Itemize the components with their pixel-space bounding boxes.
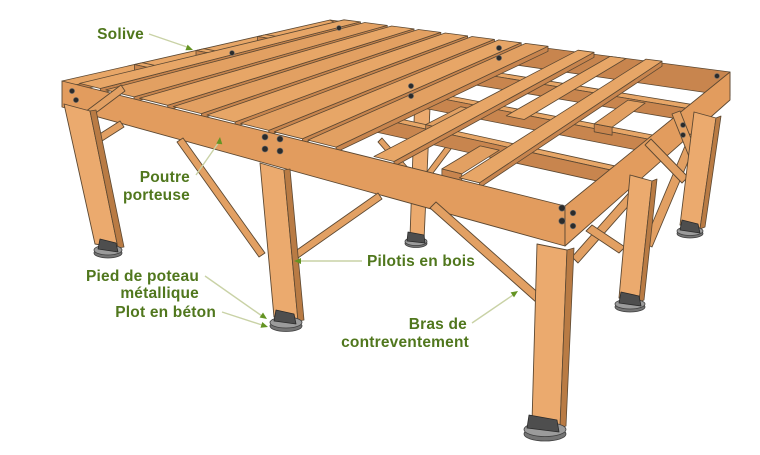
- metal-post-base: [618, 291, 642, 307]
- joist-plank: [172, 29, 442, 114]
- bolt: [558, 204, 566, 212]
- bolt: [408, 83, 414, 89]
- brace: [293, 192, 383, 259]
- blocking: [441, 145, 500, 175]
- plot-beton-label: Plot en béton: [115, 304, 216, 321]
- bolt: [680, 122, 686, 128]
- solive-label: Solive: [97, 26, 144, 43]
- bolt: [69, 88, 75, 94]
- post-side: [559, 247, 575, 429]
- post-side: [89, 109, 125, 249]
- annotations: Solive Poutre porteuse Pilotis en bois P…: [86, 26, 518, 351]
- joist-board: [373, 49, 595, 162]
- joist-plank: [273, 39, 522, 140]
- bolt: [569, 209, 577, 217]
- post-side: [638, 178, 658, 303]
- pied-poteau-leader: [204, 275, 263, 317]
- bolt: [680, 132, 686, 138]
- bras-label-line2: contreventement: [341, 334, 469, 351]
- bolt: [714, 73, 720, 79]
- bolts: [69, 25, 720, 230]
- bras-label-line1: Bras de: [409, 316, 467, 333]
- poutre-porteuse-label-line2: porteuse: [123, 187, 190, 204]
- bolt: [408, 93, 414, 99]
- joist-plank: [105, 22, 388, 98]
- joist-plank: [307, 43, 549, 148]
- poutre-porteuse-label-line1: Poutre: [140, 169, 190, 186]
- joist-board: [458, 58, 663, 184]
- joist-board: [505, 56, 627, 120]
- pied-poteau-label-line2: métallique: [120, 285, 199, 302]
- joist-plank: [240, 36, 495, 131]
- bolt: [496, 55, 502, 61]
- bolt: [496, 45, 502, 51]
- joist-plank: [79, 19, 361, 89]
- post-front-left: [63, 103, 119, 249]
- bolt: [261, 133, 269, 141]
- bolt: [73, 97, 79, 103]
- footings: [93, 219, 704, 442]
- bolt: [261, 145, 269, 153]
- bolt: [569, 222, 577, 230]
- metal-post-base: [406, 231, 426, 244]
- bolt: [558, 217, 566, 225]
- bras-arrow-icon: [510, 291, 518, 298]
- pilotis-label: Pilotis en bois: [367, 253, 475, 270]
- metal-post-base: [526, 414, 560, 433]
- brace: [585, 224, 626, 254]
- bolt: [229, 50, 235, 56]
- poutre-arrow-icon: [216, 137, 223, 145]
- pied-poteau-arrow-icon: [259, 312, 267, 319]
- joist-plank: [206, 32, 469, 123]
- pilotis-arrow-icon: [294, 258, 301, 264]
- pied-poteau-label-line1: Pied de poteau: [86, 268, 199, 285]
- plot-beton-leader: [221, 311, 263, 326]
- bolt: [336, 25, 342, 31]
- post-side: [283, 168, 305, 322]
- post-side: [699, 115, 722, 230]
- plot-beton-arrow-icon: [260, 322, 268, 328]
- poutre-leader: [195, 141, 220, 176]
- wood-posts: [63, 103, 722, 429]
- joist-plank: [139, 25, 415, 106]
- brace: [644, 138, 689, 184]
- blocking: [593, 99, 646, 128]
- metal-post-base: [97, 238, 119, 253]
- bolt: [276, 147, 284, 155]
- bras-leader: [471, 294, 514, 324]
- bolt: [276, 135, 284, 143]
- solive-arrow-icon: [185, 44, 193, 51]
- brace: [176, 137, 266, 258]
- metal-post-base: [679, 219, 701, 234]
- solive-leader: [148, 33, 188, 48]
- metal-post-base: [273, 309, 297, 325]
- joist-planks: [79, 19, 549, 153]
